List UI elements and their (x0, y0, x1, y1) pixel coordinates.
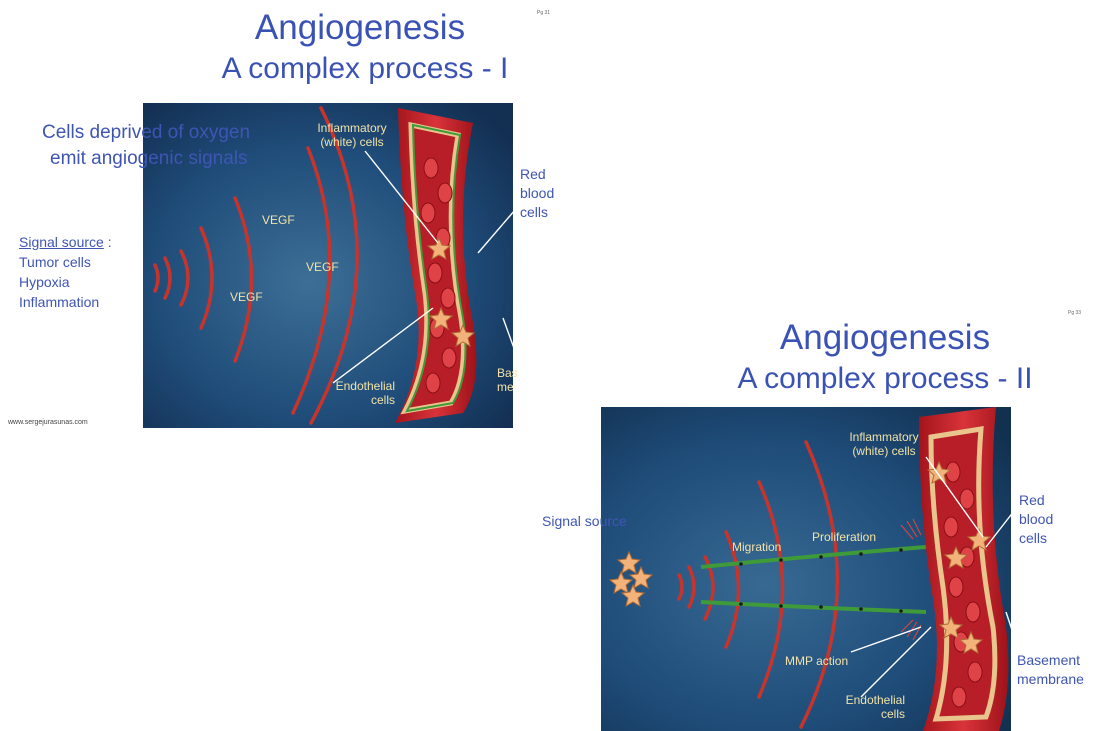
signal-source-block: Signal source : Tumor cells Hypoxia Infl… (19, 232, 112, 312)
slide2-subtitle: A complex process - II (700, 362, 1070, 396)
signal-item: Tumor cells (19, 252, 112, 272)
signal-source-label: Signal source (19, 234, 104, 250)
slide2-red-blood-label: Red blood cells (1019, 491, 1053, 548)
slide1-label-basement: Bas me (497, 366, 518, 394)
slide2-label-inflammatory: Inflammatory (white) cells (829, 430, 939, 458)
slide2-basement-label: Basement membrane (1017, 651, 1084, 689)
signal-item: Inflammation (19, 292, 112, 312)
slide2-label-proliferation: Proliferation (812, 530, 876, 544)
slide1-red-blood-label: Red blood cells (520, 165, 554, 222)
slide1-cells-text: Cells deprived of oxygen emit angiogenic… (42, 120, 250, 172)
slide2-illustration (601, 407, 1011, 731)
slide2-signal-source: Signal source (542, 512, 627, 531)
slide1-label-vegf-3: VEGF (230, 290, 263, 304)
slide2-label-migration: Migration (732, 540, 781, 554)
slide1-label-vegf-1: VEGF (262, 213, 295, 227)
slide1-label-endothelial: Endothelial cells (305, 379, 395, 407)
watermark: www.sergejurasunas.com (8, 419, 88, 426)
slide2-label-endothelial: Endothelial cells (815, 693, 905, 721)
slide1-label-vegf-2: VEGF (306, 260, 339, 274)
slide2-title: Angiogenesis (745, 318, 1025, 358)
slide1-subtitle: A complex process - I (180, 52, 550, 86)
slide2-label-mmp: MMP action (785, 654, 848, 668)
slide1-title: Angiogenesis (220, 8, 500, 48)
page-marker: Pg 33 (1068, 310, 1081, 316)
signal-item: Hypoxia (19, 272, 112, 292)
page-marker: Pg 31 (537, 10, 550, 16)
slide1-label-inflammatory: Inflammatory (white) cells (297, 121, 407, 149)
